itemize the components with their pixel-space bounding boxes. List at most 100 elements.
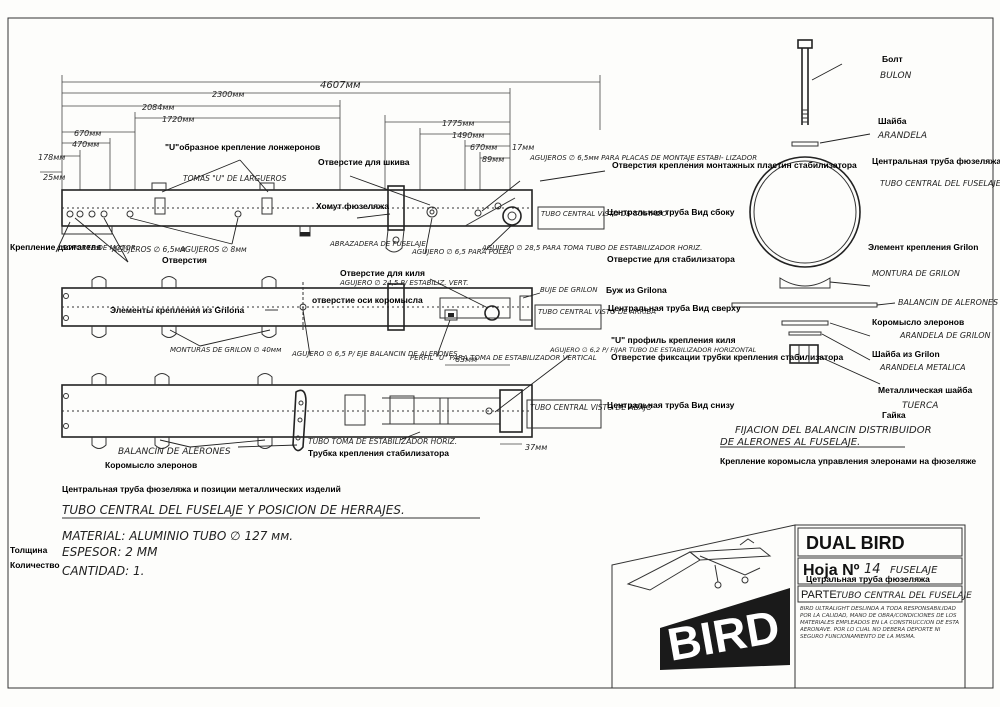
top-view-label-box: [534, 304, 602, 330]
dim-1490: 1490мм: [452, 131, 484, 140]
hoja-number: 14: [864, 562, 881, 577]
label-tubo-arriba: TUBO CENTRAL VISTO DE ARRIBA: [538, 308, 656, 316]
dim-670b: 670мм: [470, 143, 497, 152]
ru-homut: Хомут фюзеляжа: [316, 201, 389, 211]
label-tubo-fuselaje: TUBO CENTRAL DEL FUSELAJE: [880, 179, 1000, 188]
ru-met-shaiba: Металлическая шайба: [878, 385, 972, 395]
label-monturas: MONTURAS DE GRILON ∅ 40мм: [170, 346, 282, 354]
ru-koromyslo-2: Коромысло элеронов: [872, 317, 964, 327]
ru-centr-truba-poz: Центральная труба фюзеляжа и позиции мет…: [62, 484, 341, 494]
parte-value: TUBO CENTRAL DEL FUSELAJE: [836, 591, 972, 601]
ru-otverstiya: Отверстия: [162, 255, 207, 265]
label-balancin-alerones-2: BALANCIN DE ALERONES: [898, 298, 998, 307]
ru-u-profil: "U" профиль крепления киля: [611, 335, 736, 345]
dim-4607: 4607мм: [320, 80, 361, 91]
airplane-sketch-icon: [626, 538, 772, 591]
label-agujeros-8: AGUJEROS ∅ 8мм: [179, 245, 247, 254]
tube-bottom-view: [61, 373, 533, 452]
ru-buzh: Буж из Grilona: [606, 285, 667, 295]
hoja-label: Hoja Nº: [803, 562, 860, 579]
bottom-view-label-box: [526, 399, 602, 429]
ru-vid-sboku: Центральная труба Вид сбоку: [607, 207, 735, 217]
label-tubo-abajo: TUBO CENTRAL VISTO DE ABAJO: [530, 403, 652, 412]
parte-label: PARTE: [801, 589, 837, 601]
dim-2084: 2084мм: [142, 103, 174, 112]
disclaimer-text: BIRD ULTRALIGHT DESLINDA A TODA RESPONSA…: [800, 606, 960, 640]
label-arandela-grilon: ARANDELA DE GRILON: [899, 331, 991, 340]
dim-1720: 1720мм: [162, 115, 194, 124]
ru-element-grilon: Элемент крепления Grilon: [868, 242, 978, 252]
dim-37: 37мм: [525, 443, 547, 452]
ru-shaiba: Шайба: [878, 116, 907, 126]
sheet-border: [7, 17, 994, 689]
label-agujeros-65: AGUJEROS ∅ 6,5мм: [111, 245, 186, 254]
label-abrazadera: ABRAZADERA DE FUSELAJE: [329, 240, 426, 248]
label-agujero-eje: AGUJERO ∅ 6,5 P/ EJE BALANCIN DE ALERONE…: [291, 350, 458, 358]
ru-u-kreplenie: "U"образное крепление лонжеронов: [165, 142, 320, 152]
ru-otverstie-kilya: Отверстие для киля: [340, 268, 425, 278]
material-spec: MATERIAL: ALUMINIO TUBO ∅ 127 мм.: [62, 529, 293, 543]
dimension-lines: [40, 75, 601, 445]
main-title: TUBO CENTRAL DEL FUSELAJE Y POSICION DE …: [62, 503, 405, 517]
label-soporte-motor: SOPORTE DE MOTOR: [62, 244, 136, 252]
label-buje-grilon: BUJE DE GRILON: [540, 286, 598, 294]
label-agujero-polea: AGUJERO ∅ 6,5 PARA POLEA: [411, 248, 512, 256]
ru-kolichestvo: Количество: [10, 560, 60, 570]
dim-2300: 2300мм: [212, 90, 244, 99]
label-tuerca: TUERCA: [902, 401, 938, 411]
label-agujero-245: AGUJERO ∅ 24,5 P/ ESTABILIZ. VERT.: [339, 279, 468, 287]
dim-1775: 1775мм: [442, 119, 474, 128]
ru-bolt: Болт: [882, 54, 903, 64]
fijacion-title-line2: DE ALERONES AL FUSELAJE.: [720, 437, 860, 448]
espesor-spec: ESPESOR: 2 MM: [62, 545, 158, 559]
cantidad-spec: CANTIDAD: 1.: [62, 564, 144, 578]
ru-centr-truba-tb: Цетральная труба фюзеляжа: [806, 574, 930, 584]
leader-lines: [55, 63, 896, 448]
dim-63: 63мм: [455, 355, 477, 364]
label-arandela: ARANDELA: [877, 131, 927, 141]
ru-trubka-stab: Трубка крепления стабилизатора: [308, 448, 449, 458]
ru-centr-truba: Центральная труба фюзеляжа: [872, 156, 1000, 166]
ru-shaiba-grilon: Шайба из Grilon: [872, 349, 940, 359]
ru-gaika: Гайка: [882, 410, 906, 420]
ru-kreplenie-dvigatelya: Крепление двигателя: [10, 242, 101, 252]
label-agujeros-placas: AGUJEROS ∅ 6,5мм PARA PLACAS DE MONTAJE …: [529, 154, 757, 162]
ru-otverstie-stab: Отверстие для стабилизатора: [607, 254, 735, 264]
spanish-annotations: 4607мм 2300мм 2084мм 1720мм 670мм 470мм …: [38, 71, 1000, 578]
dim-670: 670мм: [74, 129, 101, 138]
dim-178: 178мм: [38, 153, 65, 162]
ru-koromyslo: Коромысло элеронов: [105, 460, 197, 470]
ru-kreplenie-koromysla: Крепление коромысла управления элеронами…: [720, 456, 976, 466]
label-arandela-metalica: ARANDELA METALICA: [879, 363, 966, 372]
dim-17: 17мм: [512, 143, 534, 152]
label-agujero-285: AGUJERO ∅ 28,5 PARA TOMA TUBO DE ESTABIL…: [481, 244, 702, 252]
exploded-assembly: [731, 39, 878, 364]
ru-otverstie-shkiva: Отверстие для шкива: [318, 157, 410, 167]
bird-logo: [660, 588, 790, 670]
ru-vid-sverhu: Центральная труба Вид сверху: [608, 303, 741, 313]
ru-elementy-grilona: Элементы крепления из Grilona: [110, 305, 245, 315]
label-agujero-62: AGUJERO ∅ 6,2 P/ FIJAR TUBO DE ESTABILIZ…: [549, 346, 757, 354]
label-bulon: BULON: [880, 71, 912, 81]
russian-annotations: "U"образное крепление лонжеронов Отверст…: [10, 54, 1000, 584]
label-montura-grilon: MONTURA DE GRILON: [872, 269, 960, 278]
label-tubo-costado: TUBO CENTRAL VISTO DE COSTADO: [541, 210, 668, 218]
fijacion-title-line1: FIJACION DEL BALANCIN DISTRIBUIDOR: [735, 425, 932, 436]
dim-89: 89мм: [482, 155, 504, 164]
dim-25: 25мм: [43, 173, 65, 182]
ru-vid-snizu: Центральная труба Вид снизу: [607, 400, 735, 410]
ru-tolshina: Толщина: [10, 545, 48, 555]
title-block-text: DUAL BIRD Hoja Nº 14 FUSELAJE PARTE TUBO…: [664, 533, 973, 671]
dim-470: 470мм: [72, 140, 99, 149]
ru-otv-fiksacii: Отверстие фиксации трубки крепления стаб…: [611, 352, 843, 362]
ru-otverstiya-montazh: Отверстия крепления монтажных пластин ст…: [612, 160, 857, 170]
title-block: [611, 524, 966, 689]
label-tomas-u: TOMAS "U" DE LARGUEROS: [183, 174, 287, 183]
tube-side-view: [61, 182, 533, 253]
label-tubo-toma: TUBO TOMA DE ESTABILIZADOR HORIZ.: [308, 437, 457, 446]
label-perfil-u: PERFIL "U" PARA TOMA DE ESTABILIZADOR VE…: [410, 354, 597, 362]
hoja-section: FUSELAJE: [890, 565, 938, 576]
side-view-label-box: [537, 206, 605, 230]
